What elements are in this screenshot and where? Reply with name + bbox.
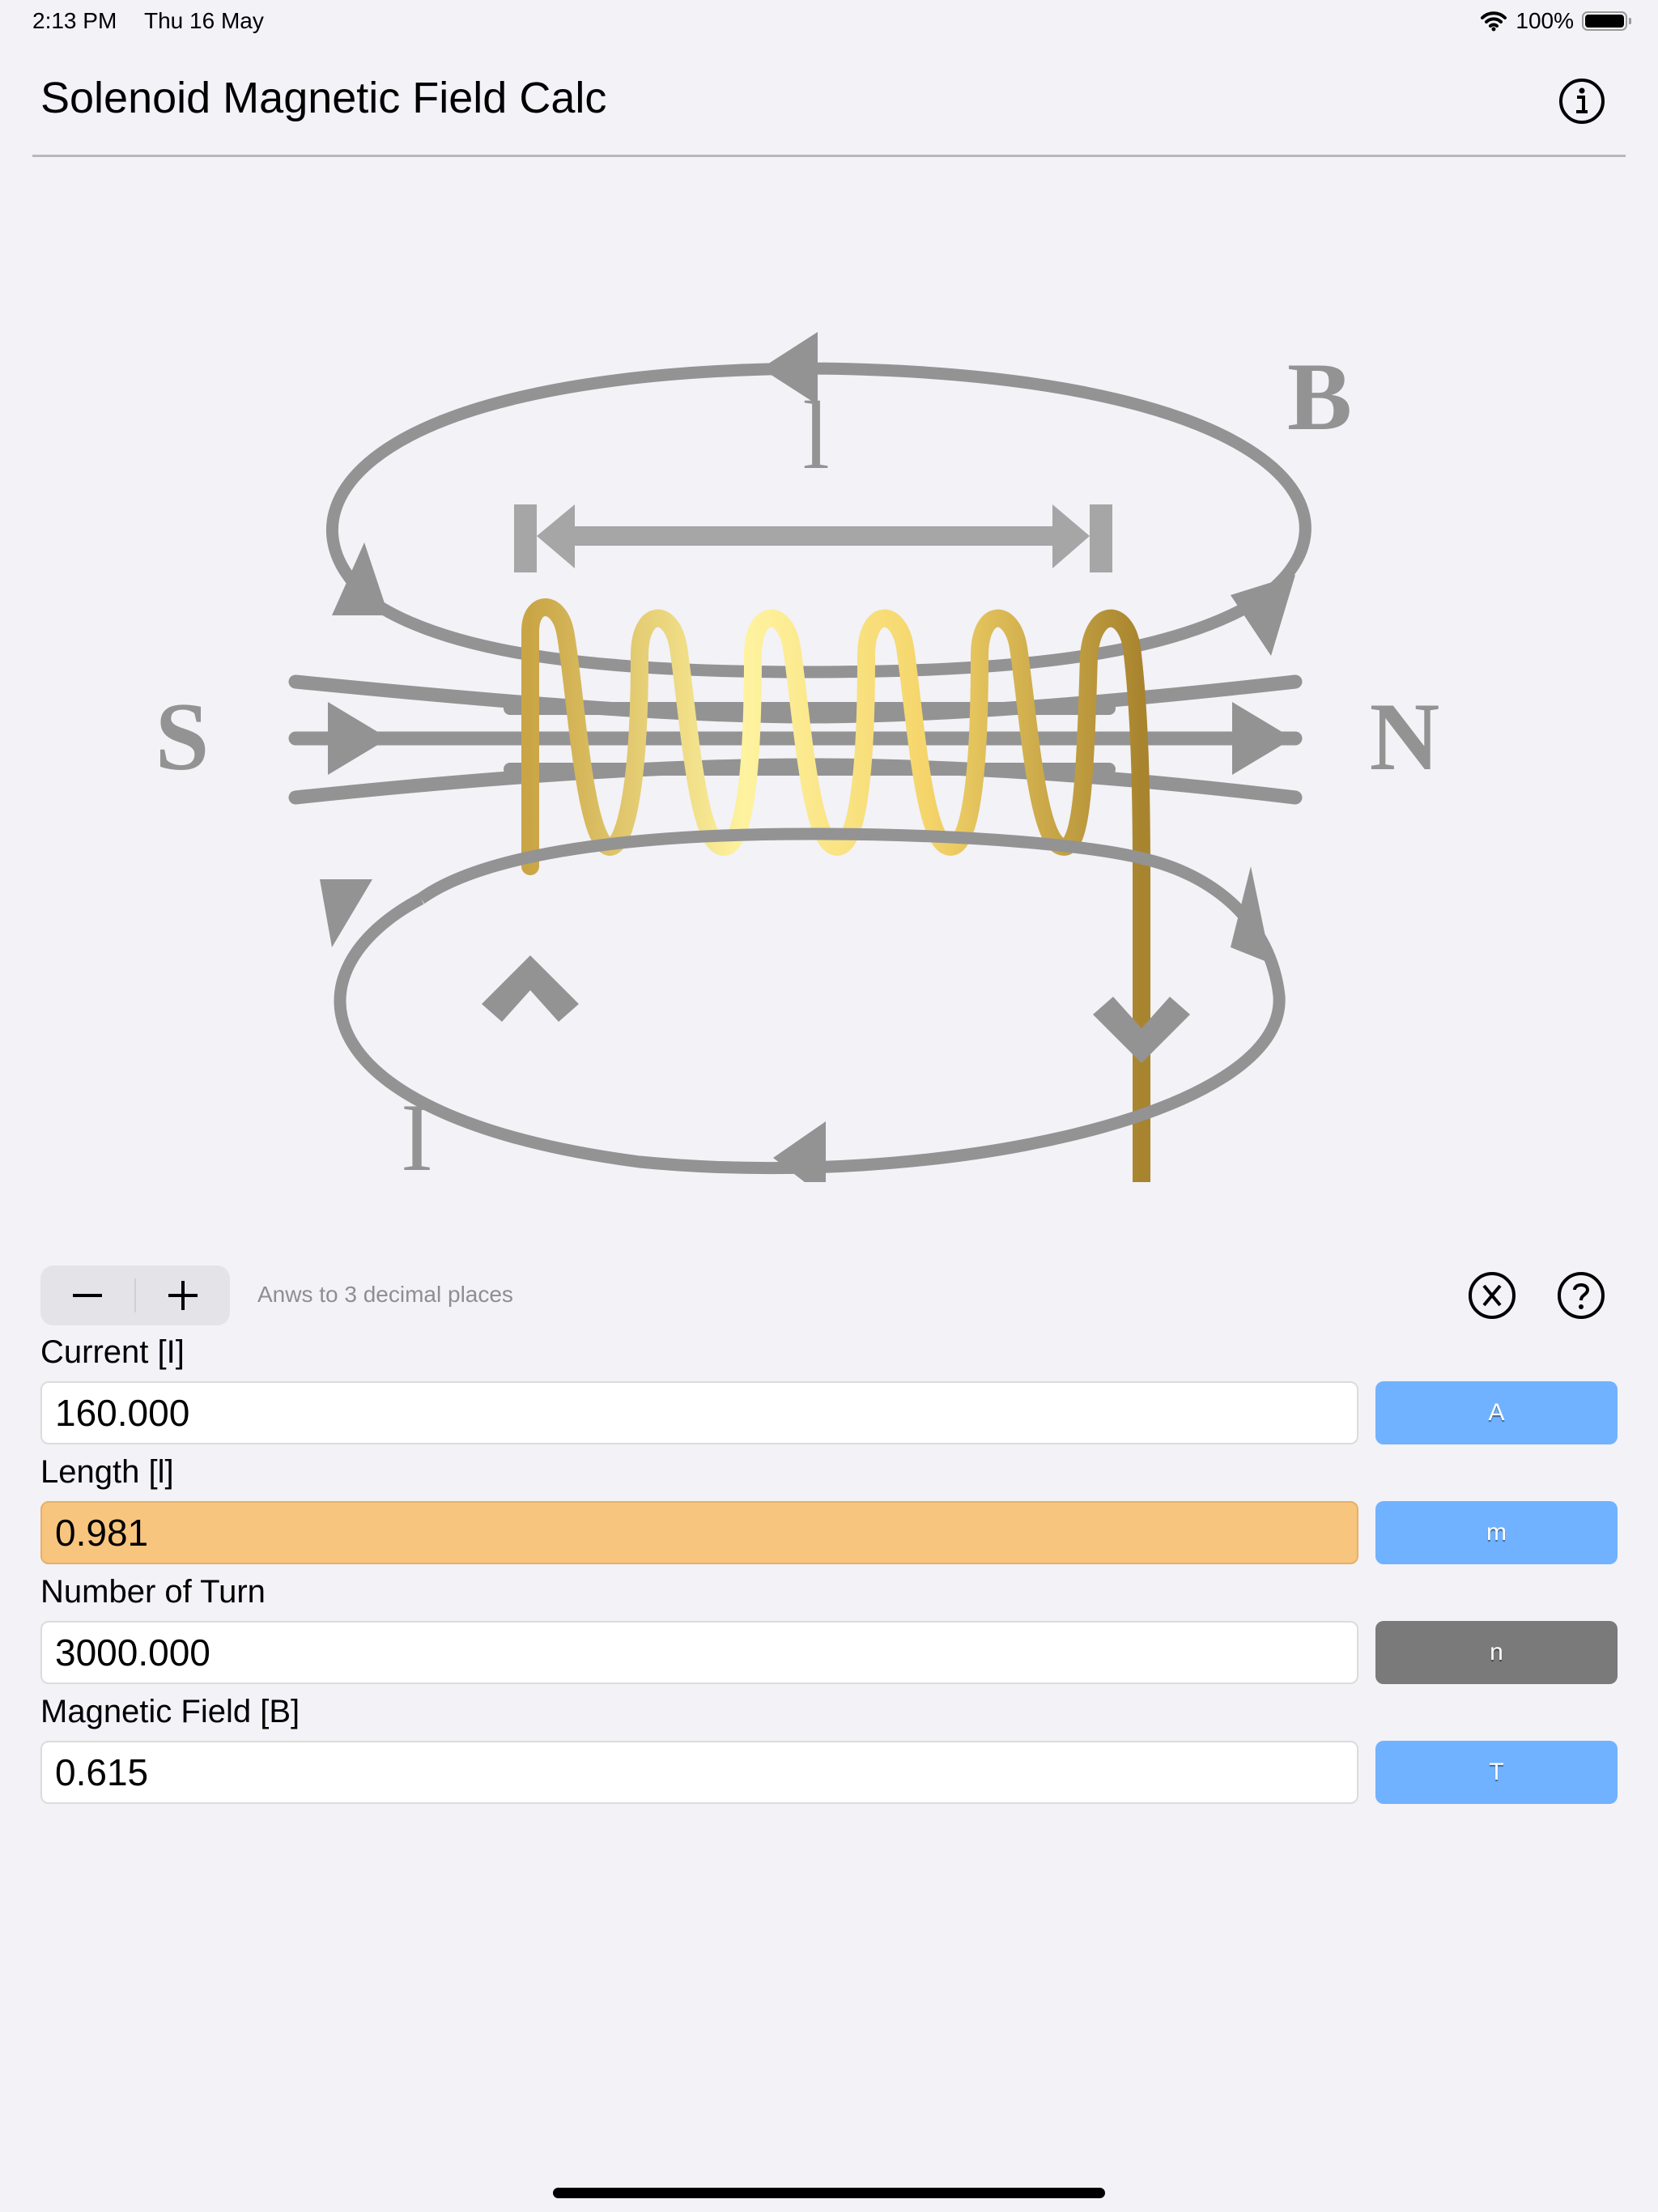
battery-percent: 100% [1516, 8, 1574, 33]
precision-label: Anws to 3 decimal places [257, 1282, 513, 1307]
battery-icon [1582, 11, 1631, 31]
clear-button[interactable] [1467, 1270, 1517, 1321]
precision-toolbar: Anws to 3 decimal places [40, 1266, 1619, 1325]
coil [521, 598, 1150, 1191]
turns-field: Number of Turn n [40, 1574, 1618, 1687]
arrow-bottom-icon [773, 1121, 826, 1198]
precision-stepper[interactable] [40, 1266, 230, 1325]
status-bar: 2:13 PM Thu 16 May 100% [0, 0, 1658, 45]
svg-text:S: S [155, 683, 210, 790]
turns-input[interactable] [40, 1621, 1358, 1684]
length-input[interactable] [40, 1501, 1358, 1564]
decrease-precision-button[interactable] [40, 1266, 134, 1325]
info-circle-icon [1559, 79, 1605, 124]
page-title: Solenoid Magnetic Field Calc [40, 74, 607, 122]
current-label: Current [I] [40, 1334, 185, 1370]
stepper-divider [134, 1278, 136, 1312]
plus-icon [168, 1281, 198, 1310]
solenoid-diagram: l B S N I [121, 308, 1498, 1198]
status-indicators: 100% [1480, 8, 1631, 34]
svg-text:N: N [1370, 683, 1440, 790]
current-input[interactable] [40, 1381, 1358, 1444]
arrow-south-icon [328, 702, 389, 775]
length-unit-button[interactable]: m [1375, 1501, 1618, 1564]
arrow-upper-right-icon [1231, 575, 1295, 656]
arrow-north-icon [1232, 702, 1293, 775]
current-unit-button[interactable]: A [1375, 1381, 1618, 1444]
arrow-lower-left-icon [320, 879, 372, 947]
turns-unit-button[interactable]: n [1375, 1621, 1618, 1684]
magnetic-field-unit-button[interactable]: T [1375, 1741, 1618, 1804]
status-date: Thu 16 May [144, 8, 264, 33]
current-up-arrow-icon [482, 955, 579, 1022]
magnetic-field-field: Magnetic Field [B] T [40, 1694, 1618, 1807]
info-button[interactable] [1558, 78, 1605, 125]
status-time: 2:13 PM [32, 8, 117, 33]
magnetic-field-label: Magnetic Field [B] [40, 1694, 300, 1729]
svg-text:I: I [401, 1083, 433, 1182]
length-field: Length [l] m [40, 1454, 1618, 1568]
length-label: Length [l] [40, 1454, 174, 1490]
home-indicator[interactable] [553, 2188, 1105, 2198]
question-circle-icon [1558, 1272, 1605, 1319]
increase-precision-button[interactable] [136, 1266, 230, 1325]
current-down-arrow-icon [1093, 997, 1190, 1063]
wifi-icon [1481, 11, 1507, 32]
svg-text:B: B [1287, 342, 1352, 450]
x-circle-icon [1469, 1272, 1516, 1319]
current-field: Current [I] A [40, 1334, 1618, 1448]
nav-bar: Solenoid Magnetic Field Calc [0, 45, 1658, 157]
arrow-lower-right-icon [1231, 866, 1271, 963]
nav-divider [32, 155, 1626, 157]
arrow-top-icon [761, 332, 818, 405]
svg-text:l: l [802, 381, 829, 489]
solenoid-illustration: l B S N I [155, 332, 1440, 1198]
length-arrow [514, 504, 1112, 572]
minus-icon [73, 1294, 102, 1297]
turns-label: Number of Turn [40, 1574, 266, 1610]
help-button[interactable] [1556, 1270, 1606, 1321]
magnetic-field-input[interactable] [40, 1741, 1358, 1804]
arrow-upper-left-icon [332, 542, 389, 615]
